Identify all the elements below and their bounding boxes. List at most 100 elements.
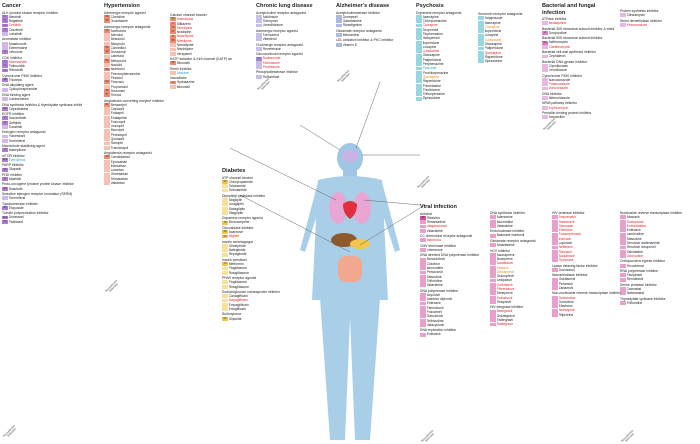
drug-name: Posaconazole <box>548 82 570 87</box>
drug-name: Chlorpromazine <box>422 19 447 24</box>
drug-name: Toremifene <box>8 138 26 143</box>
drug-class-label: Angiotensin converting enzyme inhibitor <box>104 98 164 103</box>
drug-count-cell: 58 <box>104 67 110 72</box>
drug-count-cell <box>222 270 228 275</box>
drug-class-label: Glucocorticoid receptor agonist <box>256 52 303 57</box>
drug-count-cell <box>170 71 176 75</box>
drug-row: Rivastigmine <box>336 23 410 28</box>
drug-count-cell <box>104 128 110 133</box>
drug-name: Elbasvir <box>496 265 509 270</box>
drug-name: Moexipril <box>110 128 125 133</box>
drug-name: Enalapril <box>110 111 124 116</box>
drug-count-cell <box>222 188 228 193</box>
drug-name: Crizotinib <box>8 27 23 32</box>
drug-count-cell <box>222 302 228 307</box>
drug-name: Levofloxacin <box>548 68 568 73</box>
drug-name: Nisoldipine <box>176 47 194 52</box>
drug-row: Fluticasone <box>256 61 322 65</box>
drug-row: Linagliptin <box>222 202 290 207</box>
drug-class-label: PARP inhibitor <box>2 163 24 168</box>
drug-name: Fulvestrant <box>8 134 26 139</box>
drug-count-cell: 2 <box>2 50 8 55</box>
drug-row: Valganciclovir <box>420 224 490 229</box>
drug-name: Paliperidone <box>422 57 442 62</box>
drug-class-label: DNA replication inhibitor <box>420 328 457 333</box>
drug-count-cell <box>170 47 176 52</box>
drug-name: Ixabepilone <box>8 148 26 153</box>
drug-row: Fulvestrant <box>2 134 82 139</box>
drug-name: Saquinavir <box>558 253 575 258</box>
drug-count-cell <box>104 84 110 89</box>
drug-class-label: HIV integrase inhibitor <box>490 305 524 310</box>
drug-row: Ledipasvir <box>490 278 560 283</box>
drug-count-cell <box>490 291 496 296</box>
drug-row: Boceprevir <box>490 257 560 261</box>
drug-row: Empagliflozin <box>222 303 290 307</box>
drug-count-cell <box>420 261 426 266</box>
drug-row: Quinapril <box>104 137 178 142</box>
drug-count-cell: 2 <box>2 68 8 73</box>
drug-name: Clonidine <box>110 14 125 19</box>
drug-count-cell <box>2 32 8 37</box>
drug-count-cell <box>104 168 110 173</box>
drug-count-cell <box>256 23 262 28</box>
drug-count-cell <box>552 312 558 317</box>
drug-class-label: Penicillin binding protein inhibitor <box>542 111 592 115</box>
connector-lines <box>229 81 426 253</box>
drug-name: Lisinopril <box>110 124 124 129</box>
drug-count-cell <box>416 79 422 84</box>
drug-row: Glecaprevir <box>490 270 560 274</box>
drug-count-cell <box>490 313 496 318</box>
pancreas-organ <box>350 239 370 249</box>
drug-class-label: ATPase inhibitor <box>542 17 567 22</box>
drug-count-cell <box>552 236 558 241</box>
drug-count-cell <box>104 107 110 112</box>
drug-name: Brigatinib <box>8 19 23 24</box>
panel-title: Diabetes <box>222 168 246 174</box>
drug-name: Didanosine <box>626 219 644 224</box>
drug-class-label: Sulfonylurea <box>222 312 241 317</box>
panel-title: Psychosis <box>416 3 444 9</box>
drug-count-cell <box>620 224 626 228</box>
drug-row: Droperidol <box>416 28 484 32</box>
drug-row: Lurasidone <box>478 38 536 42</box>
drug-name: Nicardipine <box>176 34 194 39</box>
drug-count-cell: 53 <box>104 28 110 33</box>
drug-row: Elbasvir <box>490 266 560 270</box>
drug-count-cell <box>490 257 496 261</box>
drug-count-cell <box>416 36 422 41</box>
drug-count-cell <box>552 295 558 300</box>
drug-row: Chlorpromazine <box>416 19 484 24</box>
drug-class-label: Calcium channel blocker <box>170 13 207 18</box>
drug-row: Eprosartan <box>104 160 178 164</box>
drug-name: Bisoprolol <box>110 41 126 46</box>
drug-row: Emtricitabine <box>620 224 694 228</box>
drug-name: Paclitaxel <box>8 219 24 224</box>
drug-row: Efavirenz <box>552 228 622 233</box>
drug-count-cell <box>420 318 426 323</box>
drug-row: Risperidone <box>478 55 536 60</box>
drug-count-cell <box>416 53 422 58</box>
drug-count-cell <box>104 33 110 38</box>
drug-name: Lurasidone <box>422 49 440 54</box>
drug-name: Revefenacin <box>262 46 282 51</box>
drug-name: Losartan <box>110 168 124 173</box>
drug-name: Clozapine <box>422 23 438 28</box>
drug-row: Nimodipine <box>170 43 232 48</box>
drug-row: Ziprasidone <box>416 96 484 101</box>
drug-row: Thiothixene <box>416 88 484 92</box>
panel-title: Hypertension <box>104 3 140 9</box>
drug-row: Anastrozole <box>2 42 82 46</box>
drug-row: Cidofovir <box>420 262 490 266</box>
drug-count-cell <box>478 33 484 38</box>
drug-name: Tenofovir disoproxil <box>626 245 656 250</box>
drug-row: Irbesartan <box>104 164 178 168</box>
drug-row: Pimozide <box>416 66 484 71</box>
